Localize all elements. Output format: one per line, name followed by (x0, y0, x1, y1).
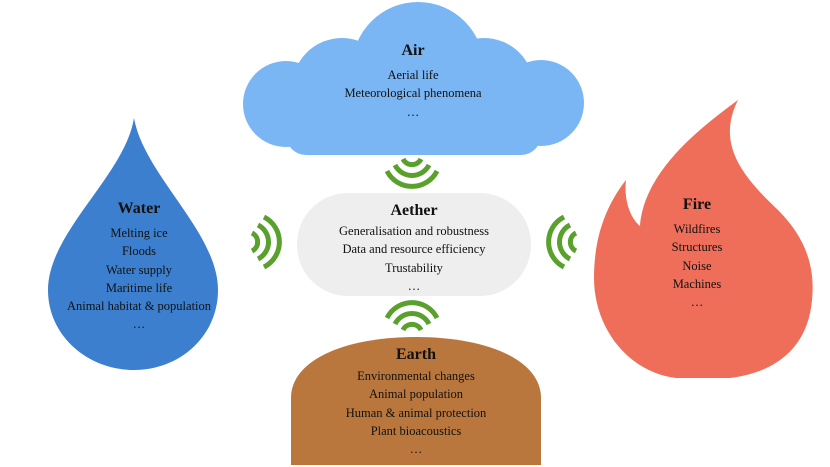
water-item: Maritime life (105, 280, 173, 295)
aether-title: Aether (390, 202, 438, 219)
earth-item: … (409, 442, 423, 457)
earth-item: Animal population (368, 387, 464, 402)
water-items: Melting ice Floods Water supply Maritime… (44, 224, 234, 334)
aether-items: Generalisation and robustness Data and r… (304, 222, 524, 295)
earth-item: Human & animal protection (345, 405, 487, 420)
air-cloud-shape (243, 2, 584, 155)
aether-item: Generalisation and robustness (339, 224, 489, 238)
fire-item: … (690, 295, 704, 310)
earth-title: Earth (396, 346, 436, 363)
fire-item: Structures (671, 240, 723, 255)
water-title: Water (117, 200, 161, 217)
aether-node: Aether Generalisation and robustness Dat… (304, 201, 524, 295)
fire-flame-shape (594, 100, 813, 378)
air-node: Air Aerial life Meteorological phenomena… (318, 41, 508, 121)
aether-item: Data and resource efficiency (342, 242, 486, 257)
air-items: Aerial life Meteorological phenomena … (318, 66, 508, 121)
earth-dome-shape (291, 337, 541, 465)
wave-earth-aether (384, 300, 440, 332)
wave-water-aether (250, 214, 282, 270)
fire-node: Fire Wildfires Structures Noise Machines… (622, 195, 772, 311)
air-item: Aerial life (387, 68, 439, 82)
aether-item: Trustability (385, 260, 443, 275)
water-node: Water Melting ice Floods Water supply Ma… (44, 199, 234, 334)
fire-items: Wildfires Structures Noise Machines … (622, 220, 772, 311)
aether-item: … (407, 278, 421, 293)
water-item: Floods (121, 244, 157, 259)
aether-pill-shape (297, 193, 531, 296)
fire-item: Noise (682, 258, 712, 273)
earth-node: Earth Environmental changes Animal popul… (316, 345, 516, 458)
fire-item: Wildfires (673, 222, 721, 236)
fire-item: Machines (672, 276, 722, 291)
air-item: … (406, 104, 420, 119)
earth-items: Environmental changes Animal population … (316, 367, 516, 458)
water-item: Water supply (106, 262, 172, 277)
water-item: Animal habitat & population (66, 299, 212, 314)
water-item: Melting ice (110, 226, 168, 240)
wave-fire-aether (546, 214, 578, 270)
water-drop-shape (48, 118, 218, 370)
earth-item: Environmental changes (357, 369, 475, 383)
fire-title: Fire (682, 196, 712, 213)
wave-air-aether (384, 157, 440, 189)
water-item: … (132, 317, 146, 332)
air-title: Air (401, 42, 425, 59)
earth-item: Plant bioacoustics (370, 423, 462, 438)
air-item: Meteorological phenomena (344, 86, 482, 101)
